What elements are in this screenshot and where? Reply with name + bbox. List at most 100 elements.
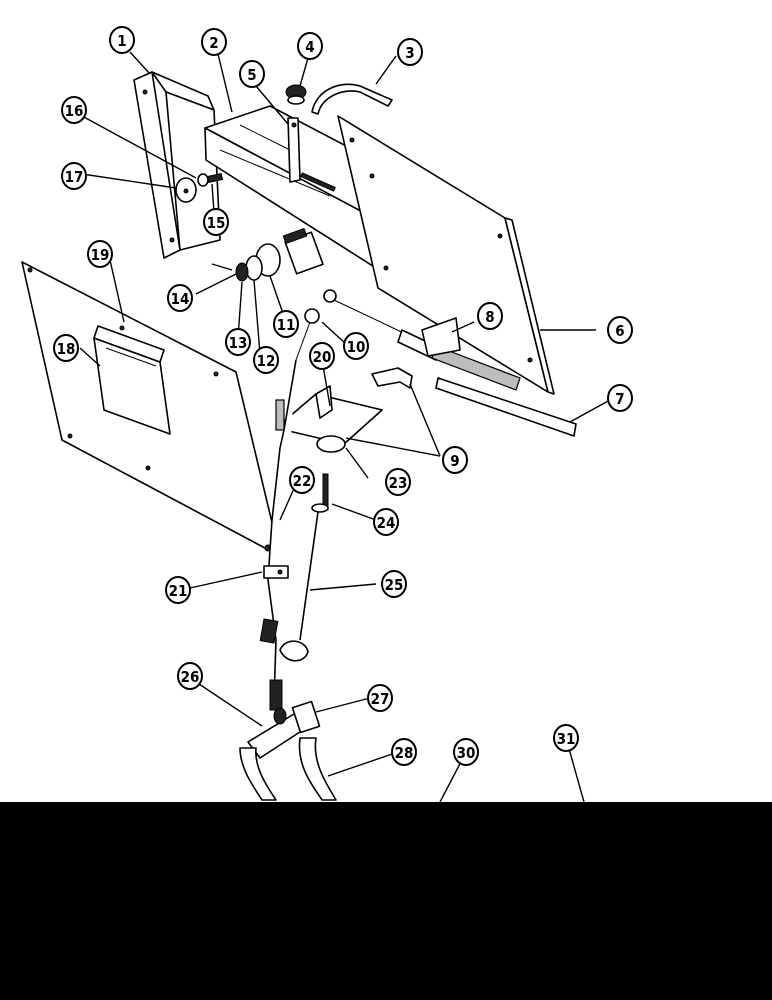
callout-31: 31 xyxy=(553,724,579,752)
callout-circle xyxy=(385,468,411,496)
callout-circle xyxy=(253,346,279,374)
part-knob-4 xyxy=(285,84,307,105)
callout-label: 18 xyxy=(57,340,76,358)
callout-circle xyxy=(61,162,87,190)
callout-label: 25 xyxy=(385,576,404,594)
callout-label: 19 xyxy=(91,246,110,264)
callout-circle xyxy=(53,334,79,362)
part-disc-23 xyxy=(316,435,346,453)
callout-label: 13 xyxy=(229,334,248,352)
part-rod-25 xyxy=(279,511,319,662)
callout-circle xyxy=(453,738,479,766)
callout-24: 24 xyxy=(373,508,399,536)
callout-label: 22 xyxy=(293,472,312,490)
callout-circle xyxy=(553,724,579,752)
part-clamp-21 xyxy=(263,565,289,579)
callout-label: 26 xyxy=(181,668,200,686)
callout-1: 1 xyxy=(109,26,135,54)
callout-label: 11 xyxy=(277,316,296,334)
callout-label: 7 xyxy=(615,390,624,408)
callout-circle xyxy=(165,576,191,604)
callout-label: 31 xyxy=(557,730,576,748)
callout-circle xyxy=(177,662,203,690)
part-cable-22 xyxy=(259,359,297,701)
callout-13: 13 xyxy=(225,328,251,356)
callout-circle xyxy=(273,310,299,338)
callout-label: 5 xyxy=(247,66,256,84)
callout-circle xyxy=(109,26,135,54)
callout-circle xyxy=(297,32,323,60)
callout-label: 8 xyxy=(485,308,494,326)
callout-17: 17 xyxy=(61,162,87,190)
callout-2: 2 xyxy=(201,28,227,56)
black-redaction-band xyxy=(0,802,772,1000)
callout-circle xyxy=(201,28,227,56)
part-stud-15 xyxy=(206,173,224,183)
callout-label: 30 xyxy=(457,744,476,762)
callout-circle xyxy=(225,328,251,356)
callout-30: 30 xyxy=(453,738,479,766)
part-hoses-28 xyxy=(239,737,337,801)
callout-16: 16 xyxy=(61,96,87,124)
callout-11: 11 xyxy=(273,310,299,338)
callout-circle xyxy=(477,302,503,330)
callout-7: 7 xyxy=(607,384,633,412)
callout-25: 25 xyxy=(381,570,407,598)
callout-4: 4 xyxy=(297,32,323,60)
callout-label: 27 xyxy=(371,690,390,708)
part-strip-7 xyxy=(435,377,577,437)
callout-circle xyxy=(87,240,113,268)
callout-label: 23 xyxy=(389,474,408,492)
callout-18: 18 xyxy=(53,334,79,362)
callout-circle xyxy=(61,96,87,124)
part-washer-17 xyxy=(175,177,197,203)
callout-circle xyxy=(309,342,335,370)
callout-6: 6 xyxy=(607,316,633,344)
callout-label: 12 xyxy=(257,352,276,370)
part-bracket-mount xyxy=(282,227,324,275)
part-cable-8 xyxy=(323,289,521,391)
callout-circle xyxy=(203,208,229,236)
callout-circle xyxy=(442,446,468,474)
callout-circle xyxy=(607,316,633,344)
callout-circle xyxy=(391,738,417,766)
callout-label: 20 xyxy=(313,348,332,366)
callout-14: 14 xyxy=(167,284,193,312)
callout-circle xyxy=(607,384,633,412)
part-washer-stack xyxy=(211,243,281,282)
callout-label: 17 xyxy=(65,168,84,186)
callout-circle xyxy=(373,508,399,536)
part-lever-5 xyxy=(287,117,301,183)
callout-label: 21 xyxy=(169,582,188,600)
callout-label: 1 xyxy=(117,32,126,50)
part-subplate-18 xyxy=(93,325,171,435)
callout-label: 15 xyxy=(207,214,226,232)
callout-9: 9 xyxy=(442,446,468,474)
part-rod-end-10 xyxy=(295,308,320,361)
callout-20: 20 xyxy=(309,342,335,370)
callout-label: 14 xyxy=(171,290,190,308)
callout-15: 15 xyxy=(203,208,229,236)
callout-label: 16 xyxy=(65,102,84,120)
callout-label: 24 xyxy=(377,514,396,532)
callout-circle xyxy=(343,332,369,360)
callout-26: 26 xyxy=(177,662,203,690)
callout-label: 28 xyxy=(395,744,414,762)
part-clip-9 xyxy=(371,367,413,389)
part-bolt-24 xyxy=(311,473,329,513)
callout-label: 9 xyxy=(450,452,459,470)
part-rod-3 xyxy=(311,83,393,115)
callout-19: 19 xyxy=(87,240,113,268)
callout-3: 3 xyxy=(397,38,423,66)
callout-circle xyxy=(289,466,315,494)
callout-10: 10 xyxy=(343,332,369,360)
callout-21: 21 xyxy=(165,576,191,604)
callout-22: 22 xyxy=(289,466,315,494)
callout-circle xyxy=(367,684,393,712)
part-fitting-27 xyxy=(291,700,321,734)
callout-label: 4 xyxy=(305,38,314,56)
callout-23: 23 xyxy=(385,468,411,496)
callout-circle xyxy=(397,38,423,66)
